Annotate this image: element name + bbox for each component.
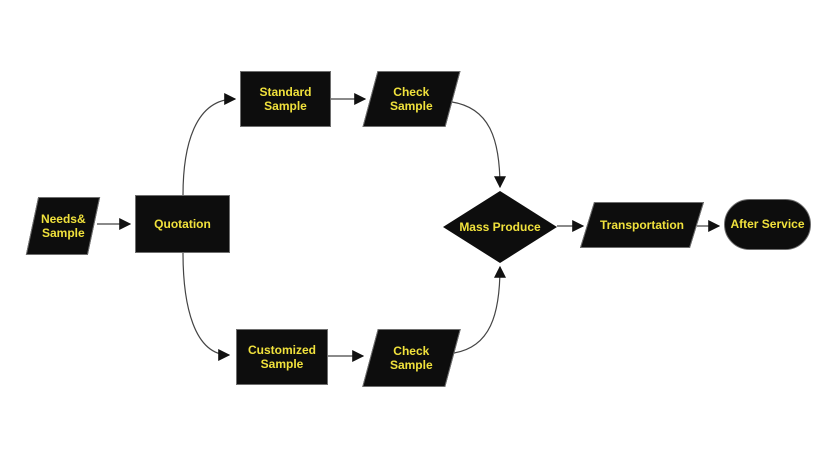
node-after-service: After Service <box>724 199 811 250</box>
node-label: Check Sample <box>390 343 433 372</box>
node-label: Needs& Sample <box>40 211 86 240</box>
edge-check-sample-bottom-to-mass-produce <box>453 265 506 354</box>
node-standard-sample: Standard Sample <box>240 71 331 127</box>
node-label: Standard Sample <box>259 84 312 113</box>
node-quotation: Quotation <box>135 195 230 253</box>
node-label: Quotation <box>154 216 211 231</box>
node-needs-sample: Needs& Sample <box>25 197 101 255</box>
node-label: After Service <box>730 217 805 232</box>
node-check-sample-bottom: Check Sample <box>362 329 461 387</box>
edge-quotation-to-standard-sample <box>182 93 237 196</box>
node-label: Check Sample <box>390 84 433 113</box>
node-label: Customized Sample <box>247 342 316 371</box>
edge-quotation-to-customized-sample <box>182 252 231 361</box>
node-customized-sample: Customized Sample <box>236 329 328 385</box>
node-label: Mass Produce <box>459 219 541 234</box>
node-transportation: Transportation <box>579 202 705 248</box>
node-check-sample-top: Check Sample <box>362 71 461 127</box>
edge-check-sample-top-to-mass-produce <box>451 101 506 189</box>
node-label: Transportation <box>599 217 684 232</box>
